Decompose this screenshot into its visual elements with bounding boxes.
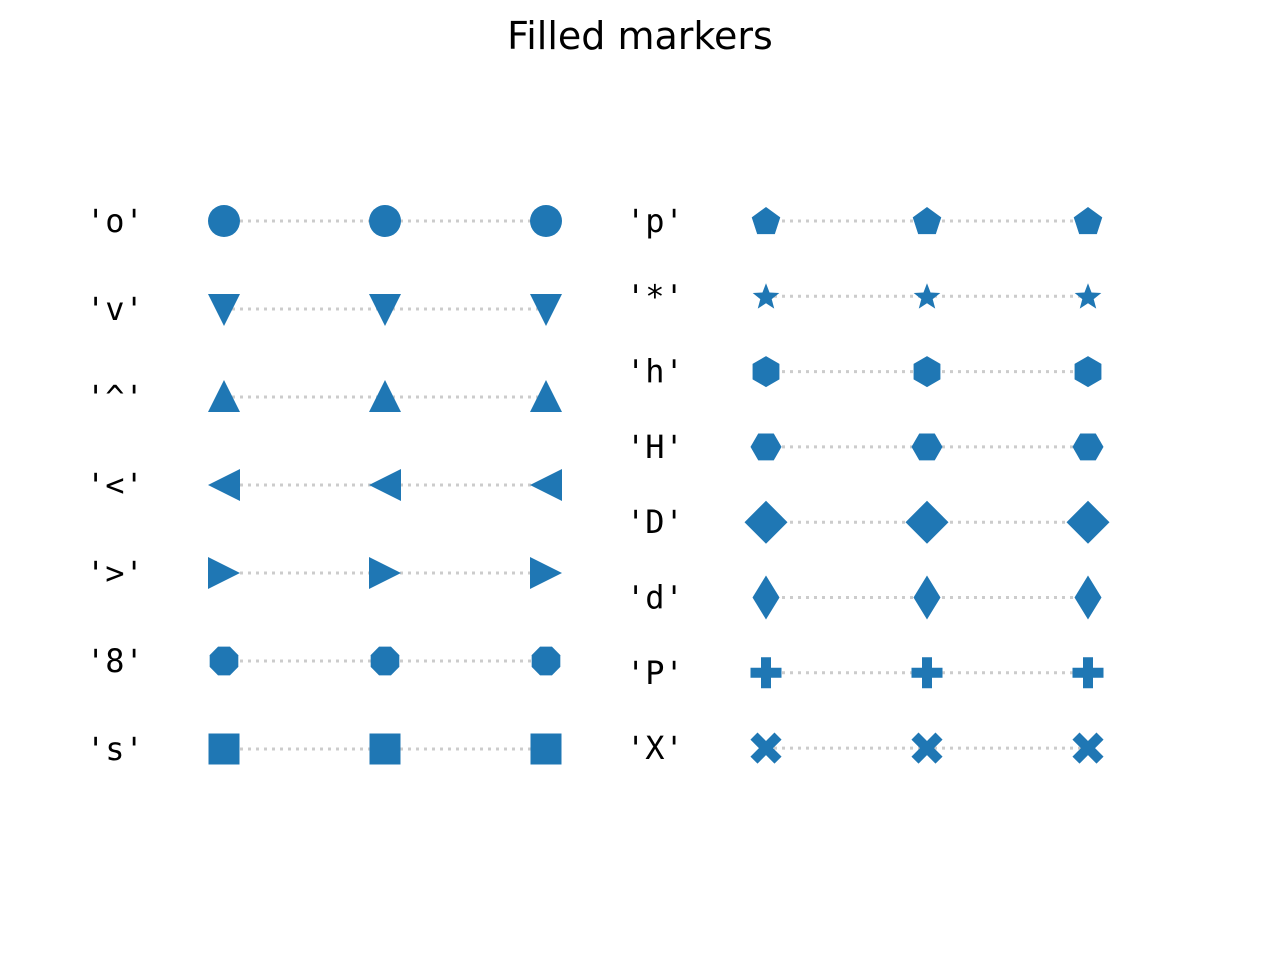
triangle-right-marker-icon [530, 557, 562, 589]
triangle-right-marker-icon [208, 557, 240, 589]
x-filled-marker-icon [1072, 732, 1104, 764]
thin-diamond-marker-icon [1074, 575, 1102, 620]
marker-row-circle: 'o' [86, 202, 562, 240]
marker-label: 'H' [626, 428, 684, 466]
thin-diamond-marker-icon [752, 575, 780, 620]
hexagon2-marker-icon [911, 433, 943, 461]
marker-row-pentagon: 'p' [626, 202, 1103, 240]
marker-row-octagon: '8' [86, 642, 561, 680]
square-marker-icon [208, 733, 240, 765]
marker-row-triangle_right: '>' [86, 554, 562, 592]
marker-row-thin_diamond: 'd' [626, 575, 1102, 620]
marker-label: '>' [86, 554, 144, 592]
marker-row-hexagon1: 'h' [626, 353, 1102, 391]
marker-label: 'v' [86, 290, 144, 328]
marker-label: 'p' [626, 202, 684, 240]
hexagon1-marker-icon [752, 356, 780, 388]
triangle-left-marker-icon [208, 469, 240, 501]
star-marker-icon [1074, 283, 1102, 309]
marker-row-diamond: 'D' [626, 500, 1110, 544]
plus-filled-marker-icon [911, 657, 943, 689]
x-filled-marker-icon [911, 732, 943, 764]
hexagon1-marker-icon [913, 356, 941, 388]
marker-row-square: 's' [86, 730, 562, 768]
circle-marker-icon [208, 205, 240, 237]
marker-label: '*' [626, 277, 684, 315]
plus-filled-marker-icon [1072, 657, 1104, 689]
chart-title: Filled markers [507, 14, 773, 58]
triangle-left-marker-icon [530, 469, 562, 501]
triangle-right-marker-icon [369, 557, 401, 589]
triangle-up-marker-icon [369, 380, 401, 412]
triangle-left-marker-icon [369, 469, 401, 501]
marker-row-star: '*' [626, 277, 1102, 315]
plus-filled-marker-icon [750, 657, 782, 689]
star-marker-icon [913, 283, 941, 309]
octagon-marker-icon [370, 646, 400, 676]
marker-label: '^' [86, 378, 144, 416]
x-filled-marker-icon [750, 732, 782, 764]
triangle-down-marker-icon [208, 294, 240, 326]
star-marker-icon [752, 283, 780, 309]
circle-marker-icon [530, 205, 562, 237]
marker-label: 'X' [626, 729, 684, 767]
pentagon-marker-icon [1073, 207, 1103, 235]
marker-label: 'P' [626, 654, 684, 692]
hexagon2-marker-icon [750, 433, 782, 461]
marker-row-triangle_up: '^' [86, 378, 562, 416]
marker-row-triangle_down: 'v' [86, 290, 562, 328]
pentagon-marker-icon [912, 207, 942, 235]
triangle-up-marker-icon [530, 380, 562, 412]
diamond-marker-icon [744, 500, 788, 544]
diamond-marker-icon [1066, 500, 1110, 544]
square-marker-icon [369, 733, 401, 765]
marker-row-triangle_left: '<' [86, 466, 562, 504]
triangle-down-marker-icon [369, 294, 401, 326]
marker-row-plus_filled: 'P' [626, 654, 1104, 692]
marker-label: 's' [86, 730, 144, 768]
marker-label: 'D' [626, 503, 684, 541]
marker-label: '8' [86, 642, 144, 680]
marker-label: 'o' [86, 202, 144, 240]
hexagon1-marker-icon [1074, 356, 1102, 388]
octagon-marker-icon [531, 646, 561, 676]
marker-label: 'd' [626, 579, 684, 617]
octagon-marker-icon [209, 646, 239, 676]
diamond-marker-icon [905, 500, 949, 544]
pentagon-marker-icon [751, 207, 781, 235]
hexagon2-marker-icon [1072, 433, 1104, 461]
thin-diamond-marker-icon [913, 575, 941, 620]
circle-marker-icon [369, 205, 401, 237]
marker-row-hexagon2: 'H' [626, 428, 1104, 466]
marker-label: '<' [86, 466, 144, 504]
triangle-down-marker-icon [530, 294, 562, 326]
triangle-up-marker-icon [208, 380, 240, 412]
marker-label: 'h' [626, 353, 684, 391]
marker-row-x_filled: 'X' [626, 729, 1104, 767]
square-marker-icon [530, 733, 562, 765]
